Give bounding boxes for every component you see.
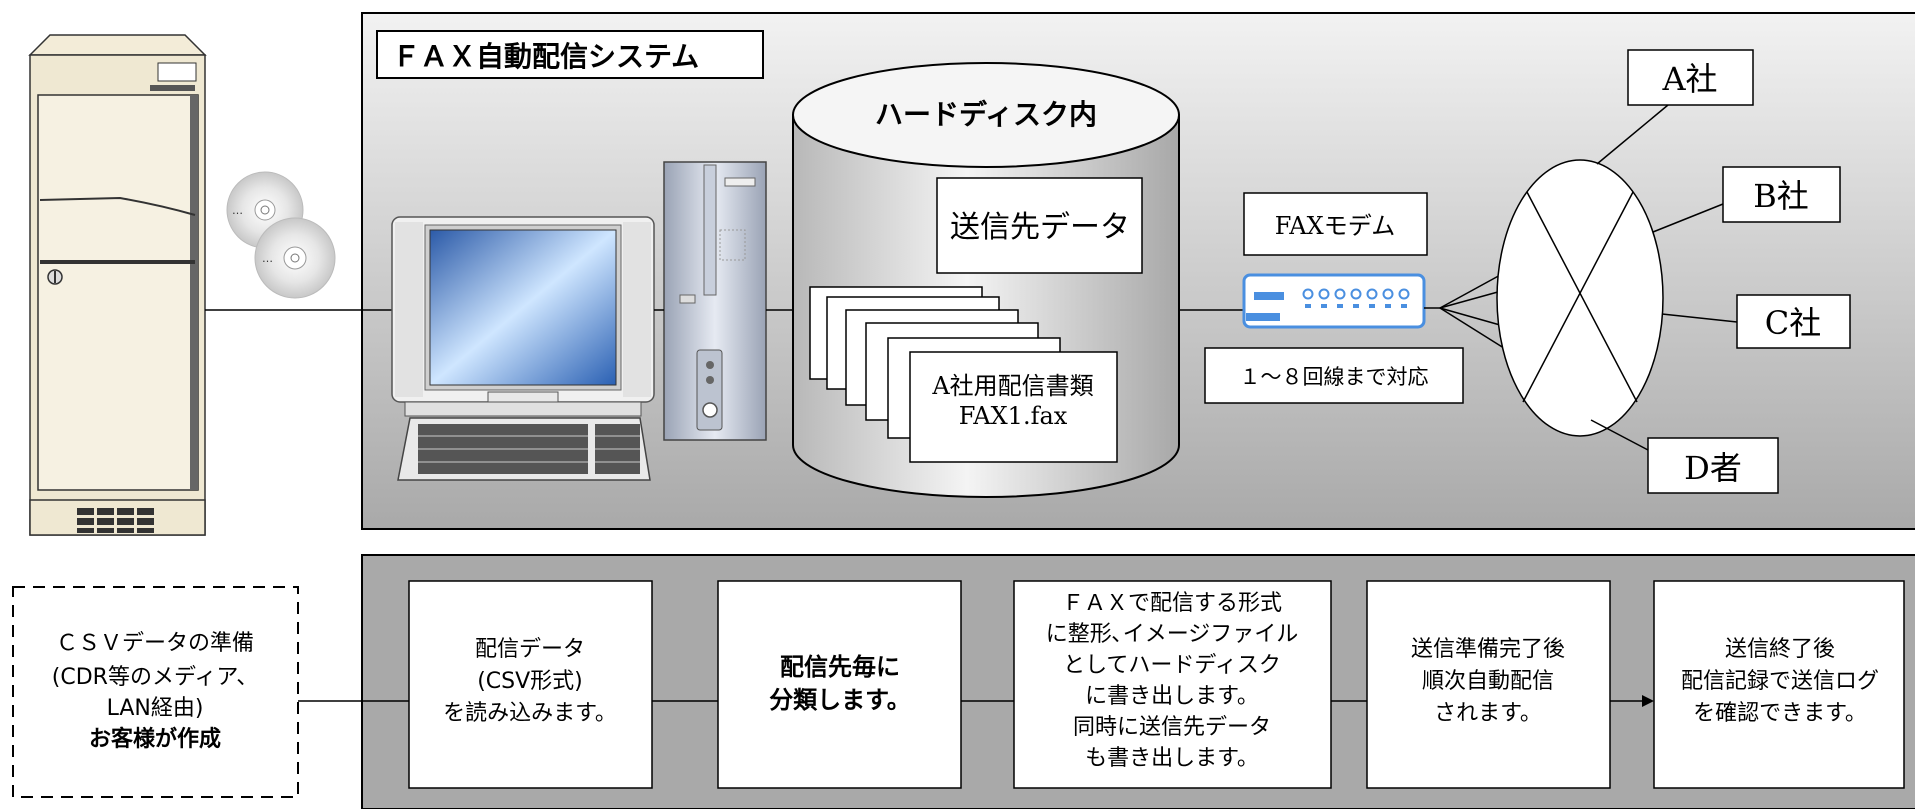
- svg-text:に書き出します。: に書き出します。: [1085, 684, 1259, 709]
- svg-text:配信先毎に: 配信先毎に: [780, 653, 900, 681]
- system-title-box: ＦＡＸ自動配信システム: [376, 30, 764, 79]
- svg-text:を確認できます。: を確認できます。: [1693, 701, 1867, 726]
- flow-arrowhead: [1642, 695, 1654, 707]
- csv-prep-box: ＣＳＶデータの準備 (CDR等のメディア、 LAN経由) お客様が作成: [12, 586, 299, 798]
- recipient-c: C社: [1736, 294, 1851, 349]
- recipient-links: [1590, 104, 1738, 451]
- fax-document-stack: [809, 286, 1118, 463]
- pc-tower-icon: [663, 161, 767, 441]
- svg-text:C社: C社: [1765, 304, 1822, 342]
- svg-text:も書き出します。: も書き出します。: [1085, 746, 1259, 771]
- svg-text:D者: D者: [1684, 449, 1742, 487]
- svg-text:(CDR等のメディア、: (CDR等のメディア、: [52, 665, 258, 690]
- svg-text:…: …: [232, 204, 243, 217]
- svg-text:(CSV形式): (CSV形式): [477, 669, 583, 694]
- svg-text:されます。: されます。: [1434, 701, 1542, 726]
- flow-step-4: 送信準備完了後 順次自動配信 されます。: [1366, 580, 1611, 789]
- flow-step-1: 配信データ (CSV形式) を読み込みます。: [408, 580, 653, 789]
- svg-text:順次自動配信: 順次自動配信: [1422, 669, 1554, 694]
- svg-text:ＦＡＸで配信する形式: ＦＡＸで配信する形式: [1062, 591, 1282, 616]
- svg-text:送信終了後: 送信終了後: [1725, 637, 1835, 662]
- svg-text:分類します。: 分類します。: [769, 686, 911, 714]
- line-capacity-box: １～８回線まで対応: [1204, 347, 1464, 404]
- recipient-b: B社: [1722, 166, 1841, 223]
- fax-modem-label: FAXモデム: [1275, 212, 1396, 240]
- svg-text:配信記録で送信ログ: 配信記録で送信ログ: [1681, 669, 1879, 694]
- svg-text:お客様が作成: お客様が作成: [89, 726, 221, 752]
- svg-text:に整形､イメージファイル: に整形､イメージファイル: [1046, 622, 1299, 647]
- fax-modem-icon: [1242, 273, 1426, 329]
- svg-text:…: …: [262, 252, 273, 265]
- line-capacity-label: １～８回線まで対応: [1240, 365, 1429, 389]
- svg-text:送信準備完了後: 送信準備完了後: [1411, 637, 1565, 662]
- svg-text:としてハードディスク: としてハードディスク: [1063, 653, 1281, 678]
- svg-text:A社: A社: [1661, 60, 1717, 98]
- system-title: ＦＡＸ自動配信システム: [392, 40, 699, 73]
- dest-data-label: 送信先データ: [950, 210, 1130, 245]
- disk-title: ハードディスク内: [875, 98, 1097, 131]
- keyboard-icon: [397, 417, 651, 481]
- pc-monitor-icon: [391, 216, 655, 417]
- server-icon: [28, 34, 207, 536]
- phone-network-icon: [1496, 159, 1664, 437]
- svg-text:ＣＳＶデータの準備: ＣＳＶデータの準備: [56, 631, 254, 656]
- svg-text:同時に送信先データ: 同時に送信先データ: [1073, 715, 1271, 740]
- recipient-a: A社: [1627, 49, 1754, 106]
- cd-media-icon: … …: [226, 171, 336, 299]
- flow-step-3: ＦＡＸで配信する形式 に整形､イメージファイル としてハードディスク に書き出し…: [1013, 580, 1332, 789]
- doc-file: FAX1.fax: [959, 402, 1068, 430]
- svg-text:配信データ: 配信データ: [475, 637, 585, 662]
- svg-text:LAN経由): LAN経由): [107, 696, 204, 721]
- svg-text:B社: B社: [1753, 177, 1809, 215]
- flow-step-2: 配信先毎に 分類します。: [717, 580, 962, 789]
- flow-step-5: 送信終了後 配信記録で送信ログ を確認できます。: [1653, 580, 1905, 789]
- recipient-d: D者: [1647, 437, 1779, 494]
- svg-text:を読み込みます。: を読み込みます。: [443, 701, 617, 726]
- fax-modem-label-box: FAXモデム: [1243, 192, 1428, 256]
- dest-data-box: 送信先データ: [936, 177, 1143, 274]
- doc-name: A社用配信書類: [931, 372, 1093, 400]
